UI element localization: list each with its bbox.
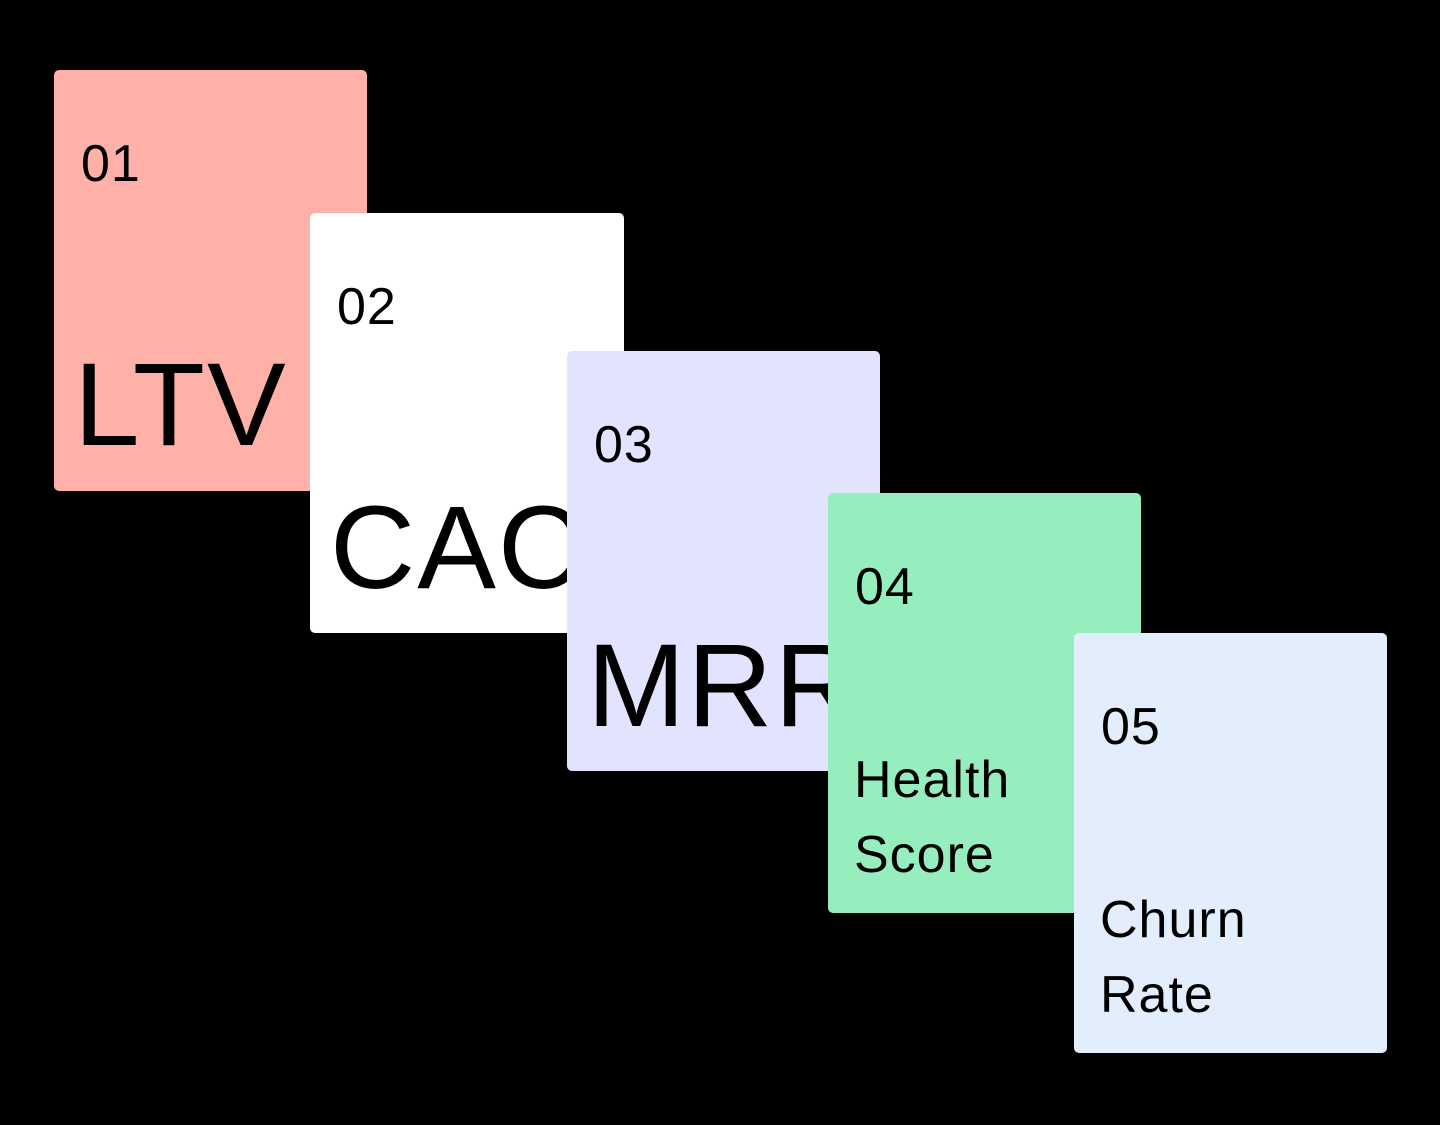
card-number: 01 (81, 135, 141, 193)
card-title: Health Score (854, 743, 1010, 893)
metric-card-mrr: 03 MRR (567, 351, 880, 771)
card-title-line: Rate (1100, 966, 1214, 1024)
card-title-line: Score (854, 826, 995, 884)
card-title-line: Health (854, 751, 1011, 809)
card-title: Churn Rate (1100, 883, 1247, 1033)
card-number: 02 (337, 278, 397, 336)
card-number: 03 (594, 416, 654, 474)
card-title: LTV (74, 339, 288, 471)
card-title: CAC (330, 482, 586, 614)
metric-card-churn-rate: 05 Churn Rate (1074, 633, 1387, 1053)
card-title-line: Churn (1100, 891, 1247, 949)
card-title: MRR (587, 620, 862, 752)
card-number: 04 (855, 558, 915, 616)
card-number: 05 (1101, 698, 1161, 756)
